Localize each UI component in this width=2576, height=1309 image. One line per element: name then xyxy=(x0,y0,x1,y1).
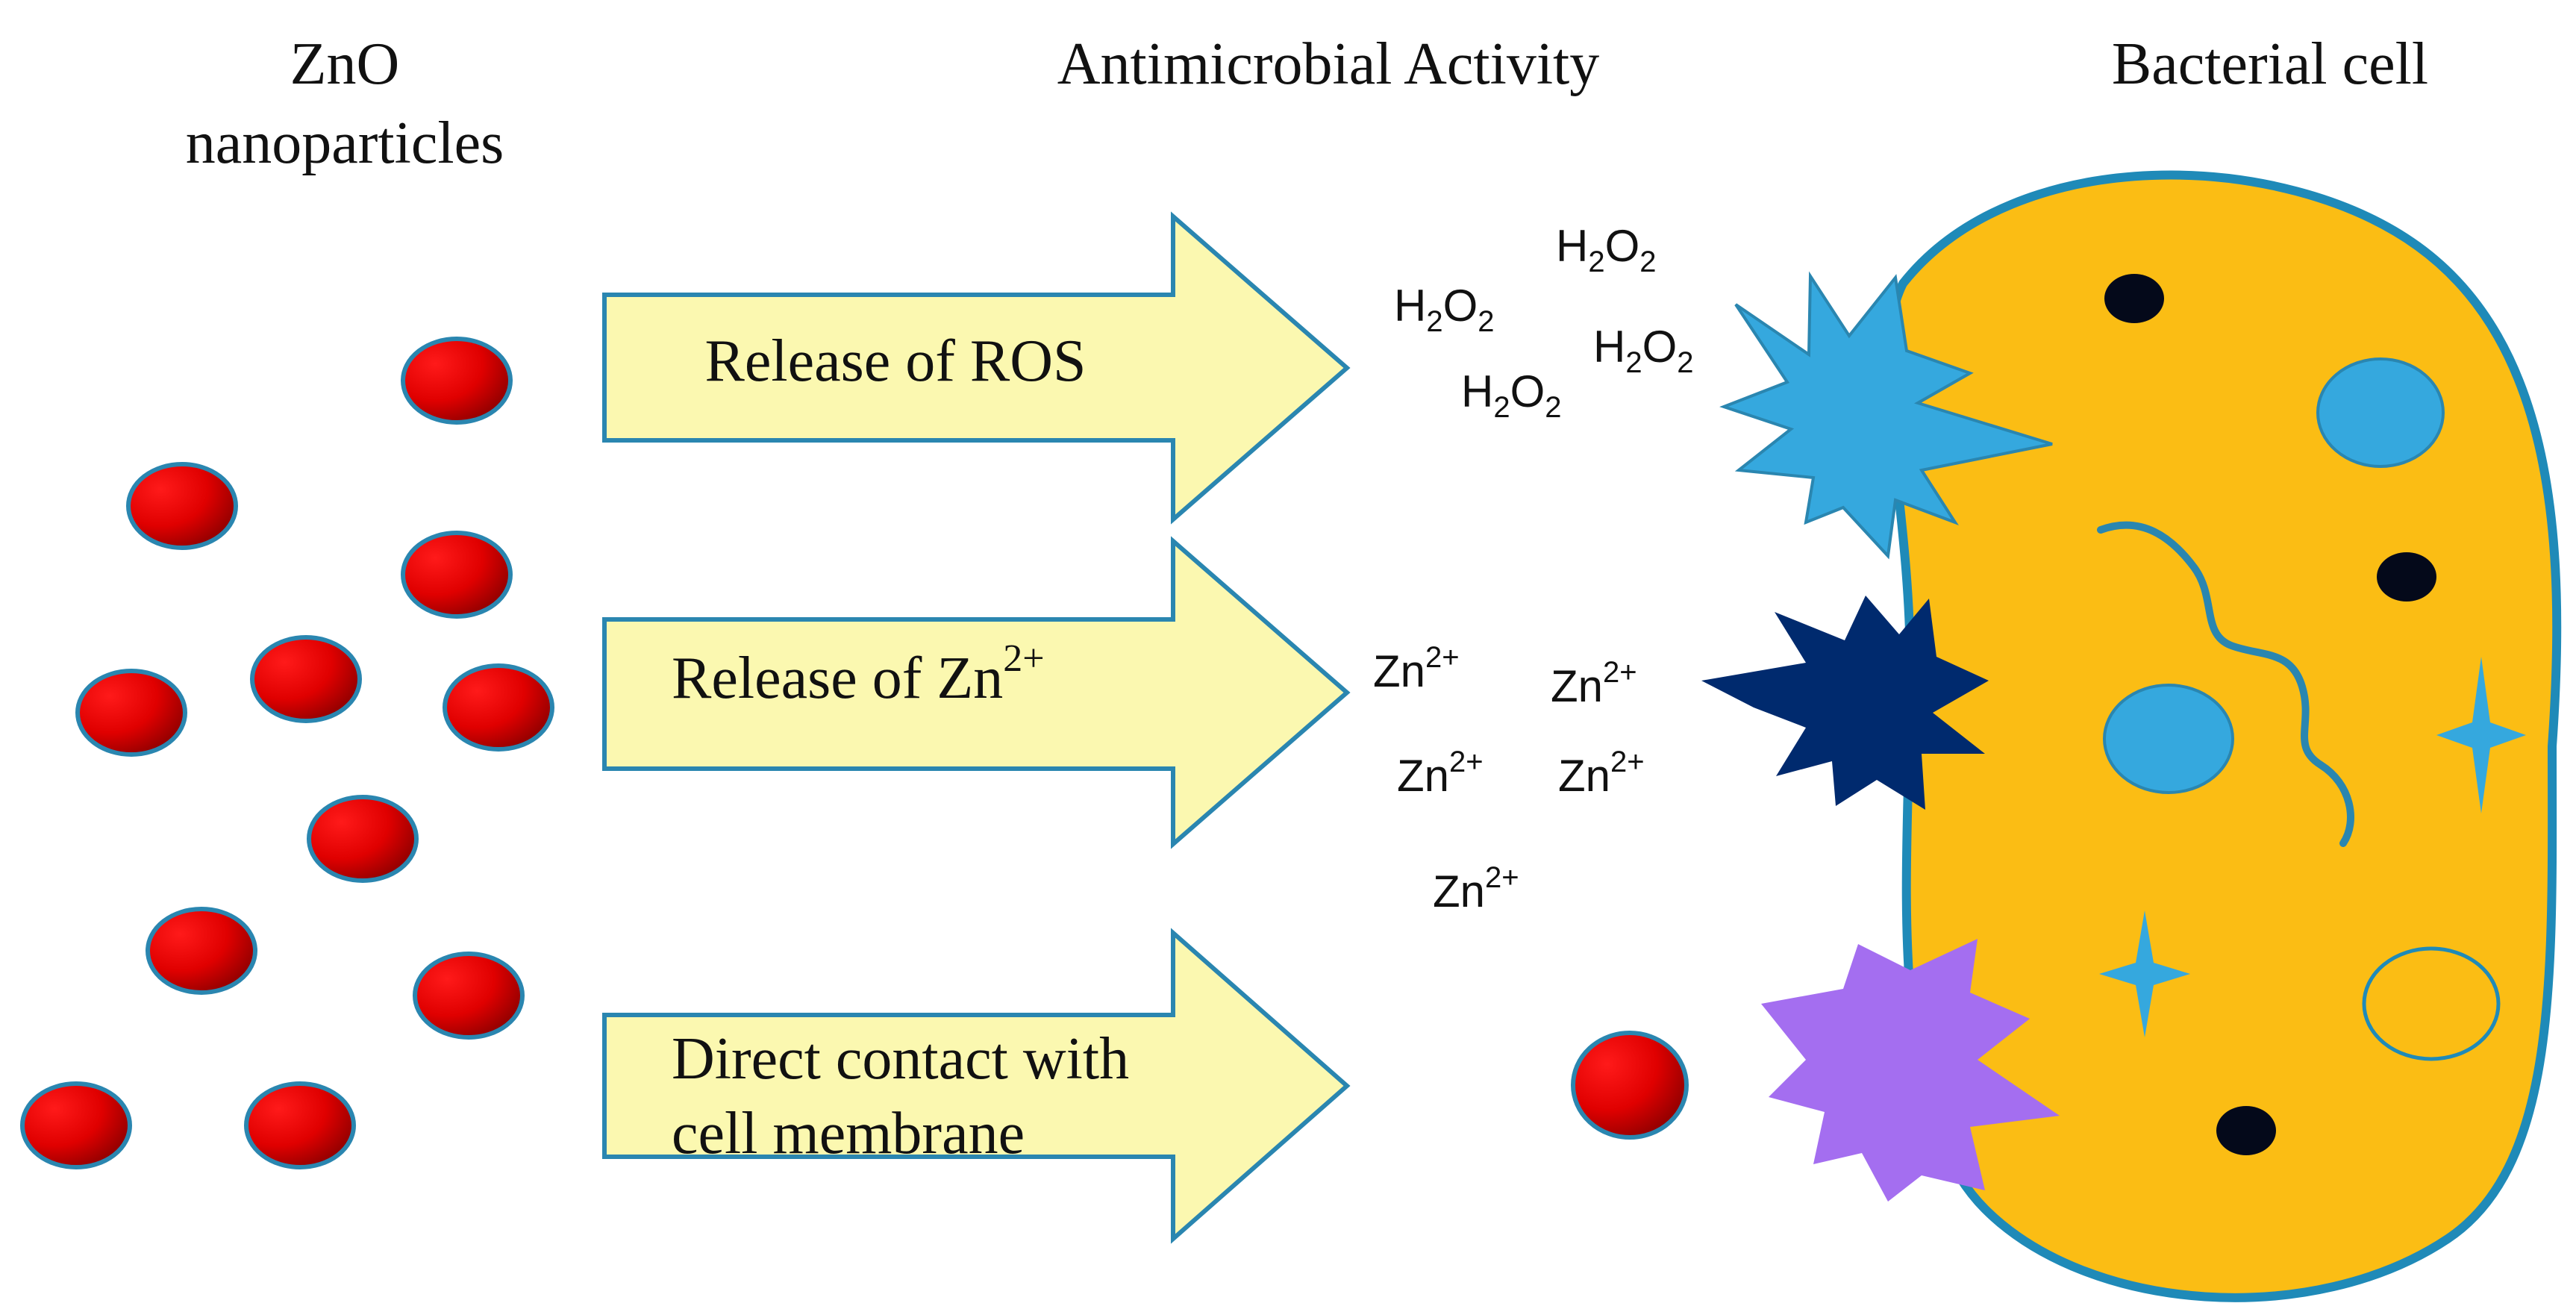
h2o2-label: H2O2 xyxy=(1461,366,1562,424)
dark-granule xyxy=(2377,552,2436,602)
zno-header-line2: nanoparticles xyxy=(186,110,504,176)
blue-organelle xyxy=(2316,357,2445,468)
zno-nanoparticle xyxy=(146,907,257,995)
arrows xyxy=(602,211,1351,1244)
ros-arrow xyxy=(602,211,1351,525)
zno-nanoparticle xyxy=(401,337,513,425)
zno-nanoparticle xyxy=(401,531,513,619)
h2o2-labels: H2O2 H2O2 H2O2 H2O2 xyxy=(1394,221,1694,424)
zno-nanoparticle xyxy=(250,635,362,723)
dark-granule xyxy=(2216,1106,2276,1155)
zn-ion-label: Zn2+ xyxy=(1373,641,1460,696)
zn-arrow-label-base: Release of Zn xyxy=(672,646,1003,711)
zno-nanoparticle xyxy=(75,669,187,757)
zno-nanoparticle xyxy=(307,795,419,883)
bacterial-cell-header: Bacterial cell xyxy=(2112,31,2428,97)
zn-ion-label: Zn2+ xyxy=(1397,746,1484,801)
contact-arrow xyxy=(602,928,1351,1244)
contact-arrow-label-line2: cell membrane xyxy=(672,1101,1025,1166)
zno-nanoparticle xyxy=(244,1081,356,1169)
contact-nanoparticle xyxy=(1571,1031,1689,1140)
zn-arrow-label-sup: 2+ xyxy=(1003,637,1044,680)
ros-burst-icon xyxy=(1719,271,2053,560)
blue-organelle xyxy=(2103,684,2234,794)
contact-burst-icon xyxy=(1761,939,2060,1202)
empty-vacuole xyxy=(2362,946,2501,1061)
dna-strand xyxy=(2097,521,2354,847)
ros-arrow-label: Release of ROS xyxy=(704,328,1086,394)
zn-ion-label: Zn2+ xyxy=(1551,656,1637,711)
zn-ion-labels: Zn2+ Zn2+ Zn2+ Zn2+ Zn2+ xyxy=(1373,641,1645,916)
h2o2-label: H2O2 xyxy=(1556,221,1657,278)
zn-ion-label: Zn2+ xyxy=(1558,746,1645,801)
zn-arrow xyxy=(602,536,1351,849)
zno-header-line1: ZnO xyxy=(290,31,400,97)
zn-arrow-label: Release of Zn2+ xyxy=(672,637,1045,711)
dark-granule xyxy=(2104,274,2164,323)
zno-nanoparticle xyxy=(413,952,525,1040)
sparkle-icon xyxy=(2436,657,2526,813)
nanoparticle-group xyxy=(20,337,554,1169)
zn-ion-label: Zn2+ xyxy=(1433,861,1519,916)
contact-arrow-label-line1: Direct contact with xyxy=(672,1026,1129,1092)
activity-header: Antimicrobial Activity xyxy=(1057,31,1600,97)
h2o2-label: H2O2 xyxy=(1593,322,1694,379)
cell-contents xyxy=(2097,274,2526,1155)
zno-nanoparticle xyxy=(20,1081,132,1169)
zn-burst-icon xyxy=(1701,596,1989,810)
sparkle-icon xyxy=(2099,910,2190,1037)
zno-nanoparticle xyxy=(443,663,554,752)
h2o2-label: H2O2 xyxy=(1394,281,1495,338)
zno-nanoparticle xyxy=(126,462,238,550)
